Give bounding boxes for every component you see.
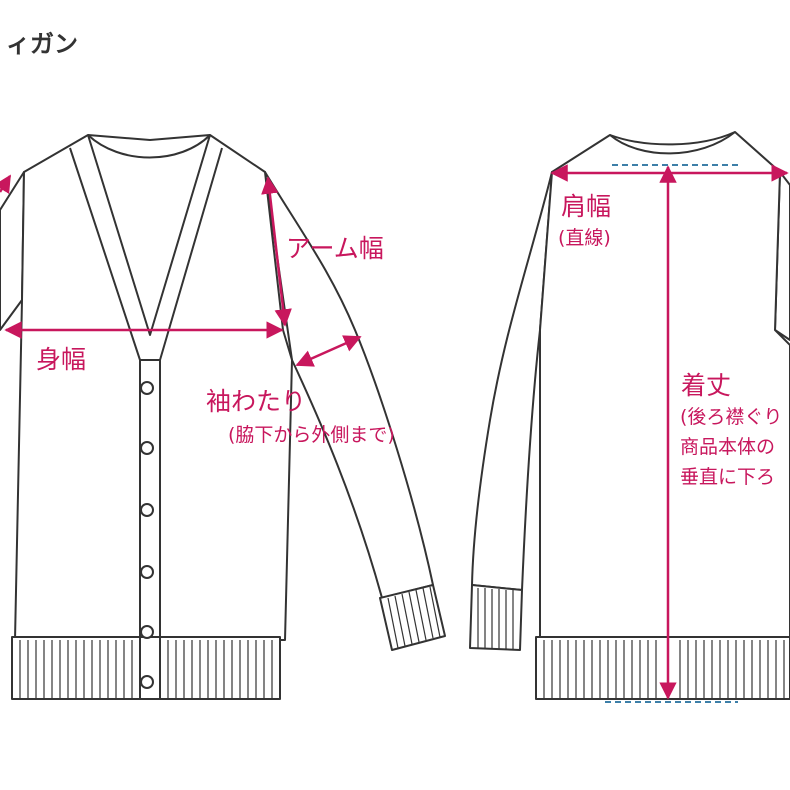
front-collar: [69, 147, 223, 361]
sleeve-note-label: (脇下から外側まで): [228, 424, 395, 446]
length-note-line-1: (後ろ襟ぐり: [680, 406, 783, 428]
shoulder-width-label: 肩幅: [561, 192, 612, 221]
front-view: [0, 134, 446, 700]
left-edge-arrow: [0, 174, 12, 194]
sleeve-length-arrow: [295, 335, 362, 367]
front-right-sleeve: [264, 171, 434, 599]
back-rib-lines: [543, 640, 785, 698]
length-label: 着丈: [681, 371, 732, 400]
page-title: ィガン: [6, 30, 78, 58]
length-note-line-3: 垂直に下ろ: [680, 466, 776, 488]
front-rib-lines: [19, 640, 273, 698]
front-buttons: [140, 381, 154, 689]
body-width-label: 身幅: [36, 345, 87, 374]
arm-width-arrow: [261, 176, 292, 327]
front-left-sleeve: [0, 171, 25, 331]
sleeve-length-label: 袖わたり: [206, 387, 307, 416]
front-cuff-rib-lines: [387, 586, 441, 649]
measure-arrows: [0, 164, 789, 700]
arm-width-label: アーム幅: [286, 234, 384, 263]
back-cuff-rib-lines: [477, 588, 514, 650]
shoulder-note-label: (直線): [558, 227, 611, 249]
back-collar: [609, 131, 736, 146]
length-note-line-2: 商品本体の: [680, 436, 776, 458]
back-left-cuff: [469, 584, 523, 651]
back-left-sleeve: [471, 171, 553, 591]
front-right-cuff: [379, 584, 446, 651]
